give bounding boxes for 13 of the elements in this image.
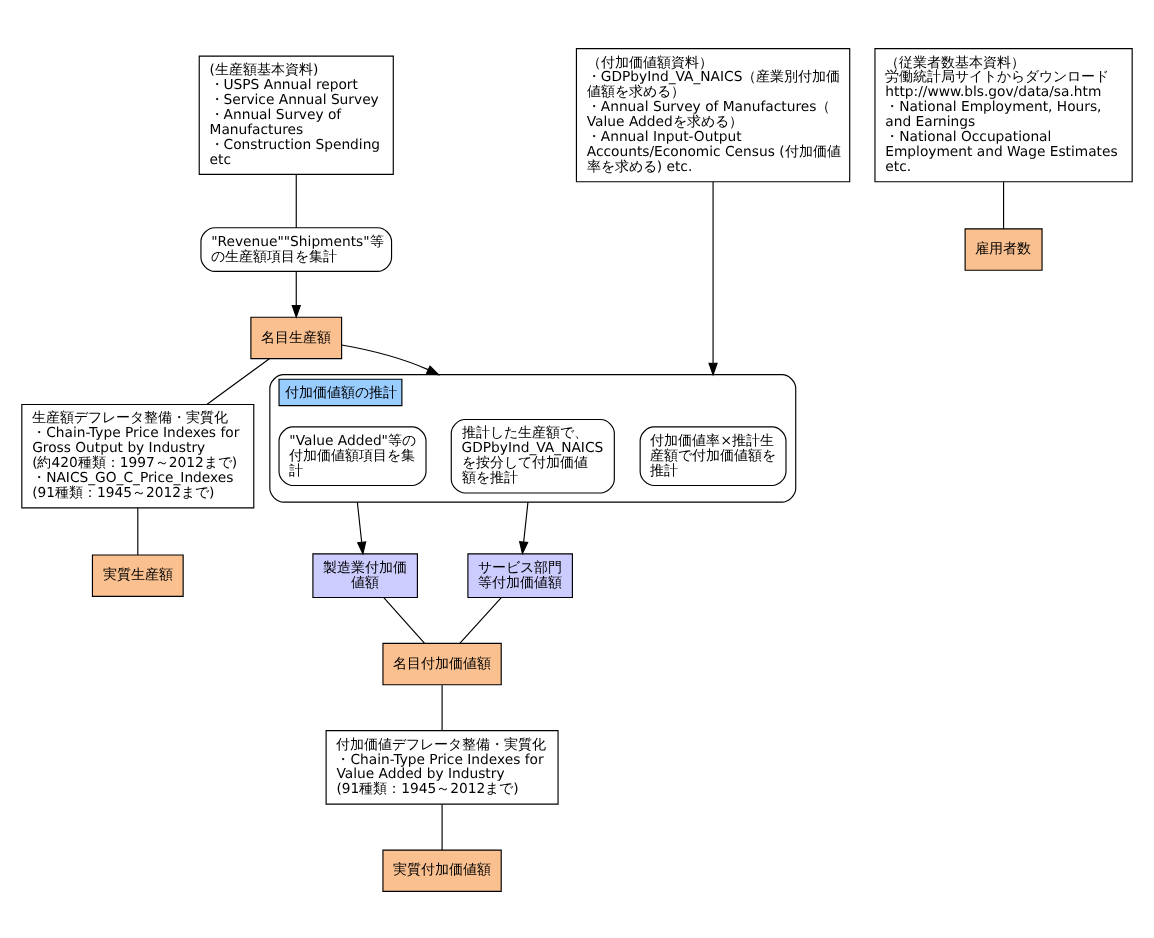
arrow (518, 500, 529, 555)
arrow (291, 269, 302, 318)
connector (459, 596, 502, 643)
connector (441, 802, 443, 850)
connector (206, 357, 270, 405)
arrow (356, 500, 367, 555)
arrow (341, 343, 441, 375)
arrow (708, 180, 718, 376)
connector (1003, 180, 1005, 229)
connector (295, 173, 297, 228)
connector (137, 506, 139, 555)
connector (383, 596, 425, 643)
connector (441, 683, 443, 730)
